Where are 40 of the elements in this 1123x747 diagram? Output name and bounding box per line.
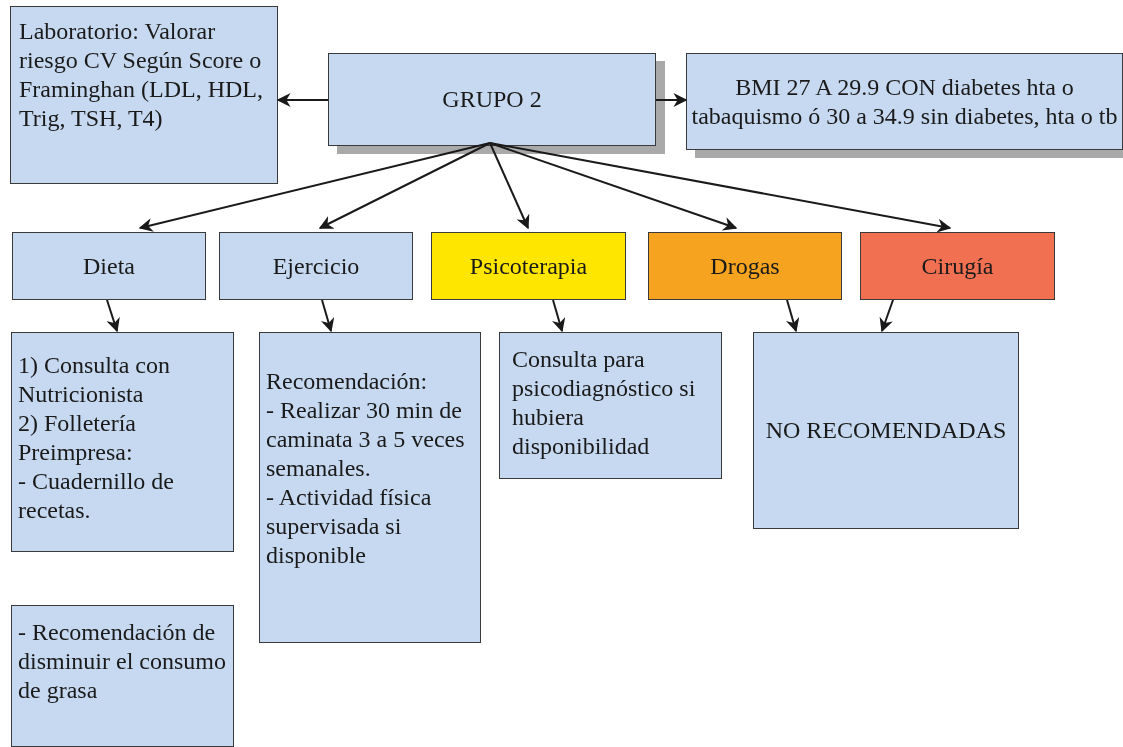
node-text: NO RECOMENDADAS [765,416,1007,445]
detail-box [11,605,234,747]
arrow [489,142,738,231]
process-box [431,232,626,300]
process-box [860,232,1055,300]
arrow [655,93,688,107]
detail-box [11,332,234,552]
arrow [785,299,800,333]
lab-box [10,6,278,184]
arrow [879,299,894,333]
arrow [551,299,566,333]
node-text: - Realizar 30 min de caminata 3 a 5 veces semanales. [266,396,466,483]
node-text: 1) Consulta con Nutricionista [18,351,171,409]
arrow [276,93,329,107]
detail-box [259,332,481,643]
process-box [219,232,413,300]
node-text: Dieta [83,251,135,281]
node-text: Recomendación: [266,367,429,396]
node-text: 2) Folletería Preimpresa: [18,409,137,467]
detail-box [499,332,722,479]
arrow [138,142,491,232]
node-text: Laboratorio: Valorar riesgo CV Según Score o Framinghan (LDL, HDL, Trig, TSH, T4) [19,17,264,133]
node-text: - Recomendación de disminuir el consumo de grasa [18,618,227,705]
node-text: Consulta para psicodiagnóstico si hubiera disponibilidad [512,345,697,461]
arrow [489,142,530,230]
node-text: - Cuadernillo de recetas. [18,467,175,525]
node-text: Drogas [710,251,780,281]
detail-box [753,332,1019,529]
arrow [489,142,952,233]
node-text: Psicoterapia [469,251,588,281]
node-text: GRUPO 2 [442,85,542,114]
process-box [12,232,206,300]
node-text: Ejercicio [272,251,360,281]
node-text: - Actividad física supervisada si disponible [266,483,433,570]
arrow [318,142,491,229]
node-text: BMI 27 A 29.9 CON diabetes hta o tabaquismo ó 30 a 34.9 sin diabetes, hta o tb [691,72,1118,131]
arrow [106,299,120,333]
node-text: Cirugía [921,251,994,281]
arrow [320,299,335,333]
process-box [648,232,842,300]
